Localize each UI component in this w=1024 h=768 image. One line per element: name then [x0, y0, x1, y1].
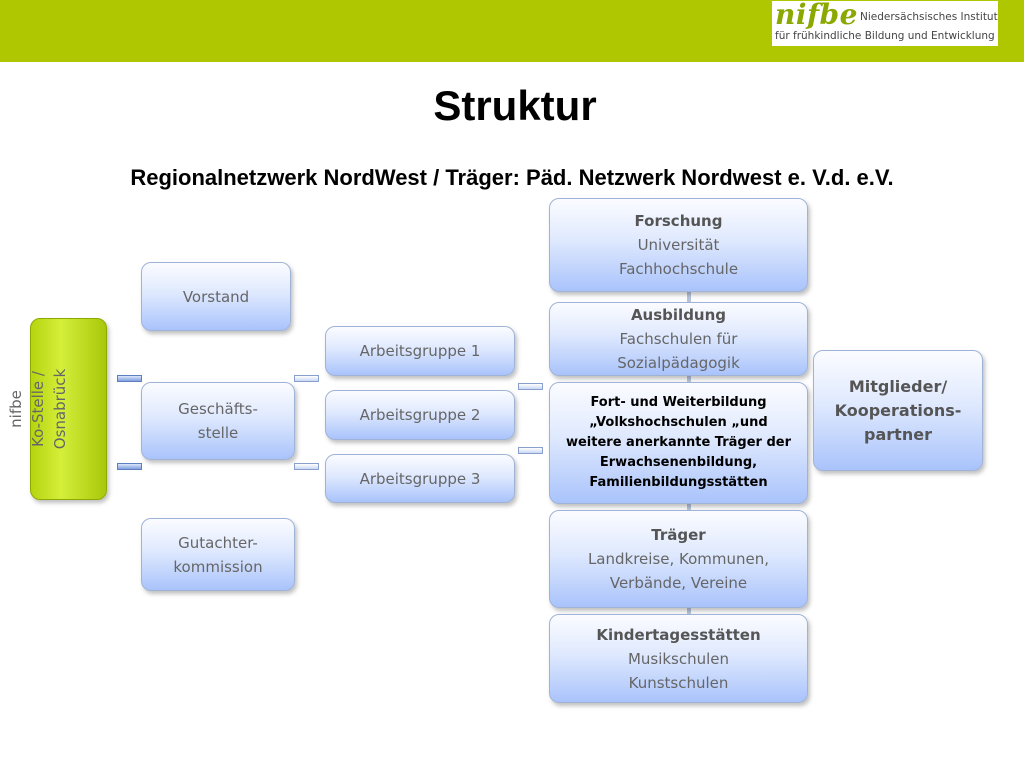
forschung-box: Forschung Universität Fachhochschule	[549, 198, 808, 292]
ausbildung-box: Ausbildung Fachschulen für Sozialpädagog…	[549, 302, 808, 376]
kindertagesstaetten-box: Kindertagesstätten Musikschulen Kunstsch…	[549, 614, 808, 703]
arrow-left-icon	[117, 375, 142, 382]
nifbe-logo: nifbe Niedersächsisches Institut für frü…	[772, 0, 998, 46]
slide-title: Struktur	[433, 82, 597, 129]
connector-line	[687, 290, 691, 304]
nifbe-ko-stelle-label: nifbe Ko-Stelle / Osnabrück	[7, 368, 69, 450]
arrow-left-icon	[518, 383, 543, 390]
vorstand-label: Vorstand	[182, 287, 250, 306]
gutachterkommission-box: Gutachter- kommission	[141, 518, 295, 591]
mitglieder-box: Mitglieder/ Kooperations- partner	[813, 350, 983, 471]
logo-word: nifbe	[775, 0, 858, 31]
traeger-box: Träger Landkreise, Kommunen, Verbände, V…	[549, 510, 808, 608]
logo-institute-line1: Niedersächsisches Institut	[860, 11, 998, 23]
arbeitsgruppe-1-box: Arbeitsgruppe 1	[325, 326, 515, 376]
connector-line	[687, 374, 691, 384]
vorstand-box: Vorstand	[141, 262, 291, 331]
arrow-right-icon	[518, 447, 543, 454]
nifbe-ko-stelle-box	[30, 318, 107, 500]
connector-line	[687, 606, 691, 616]
arbeitsgruppe-2-box: Arbeitsgruppe 2	[325, 390, 515, 440]
arrow-right-icon	[117, 463, 142, 470]
logo-institute-line2: für frühkindliche Bildung und Entwicklun…	[775, 30, 995, 42]
arrow-left-icon	[294, 375, 319, 382]
geschaeftsstelle-box: Geschäfts- stelle	[141, 382, 295, 460]
slide-subtitle: Regionalnetzwerk NordWest / Träger: Päd.…	[130, 165, 894, 190]
arrow-right-icon	[294, 463, 319, 470]
fortbildung-box: Fort- und Weiterbildung „Volkshochschule…	[549, 382, 808, 504]
arbeitsgruppe-3-box: Arbeitsgruppe 3	[325, 454, 515, 503]
connector-line	[687, 502, 691, 512]
